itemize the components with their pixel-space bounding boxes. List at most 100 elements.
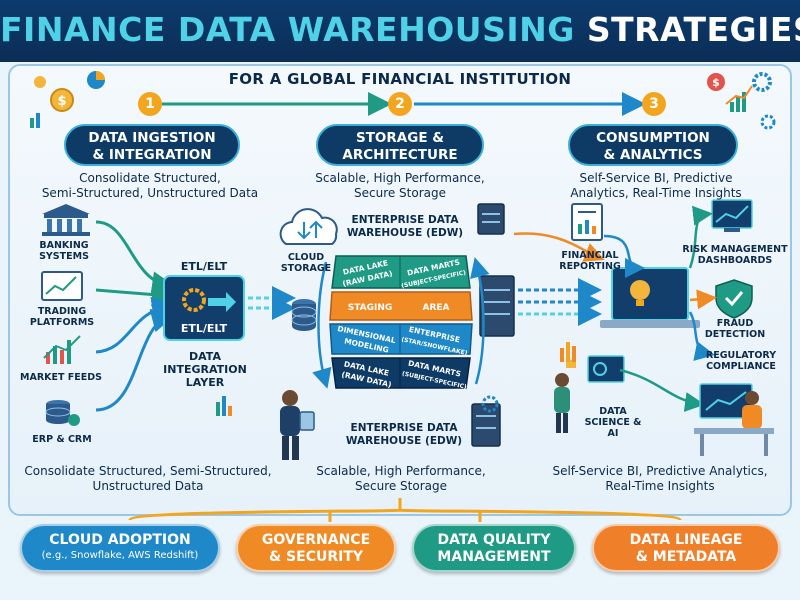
etl-box-label: ETL/ELT (181, 322, 228, 335)
analyst-workstation-icon (694, 383, 774, 456)
gear-icon (752, 72, 776, 130)
bottom-desc-mid-line1: Scalable, High Performance, (316, 464, 486, 478)
coin-icon: $ (707, 73, 725, 91)
person-icon (554, 373, 570, 433)
fraud-detection-label: FRAUD DETECTION (700, 318, 770, 340)
pillar-governance-line1: GOVERNANCE (261, 532, 371, 548)
stage-ingestion-desc: Consolidate Structured, Semi-Structured,… (20, 171, 280, 201)
bottom-desc-right-line2: Real-Time Insights (605, 479, 715, 493)
edw-bottom-line2: WAREHOUSE (EDW) (345, 435, 463, 447)
stage-ingestion-title-line1: DATA INGESTION (88, 130, 216, 146)
step-number-2: 2 (388, 92, 412, 116)
stage-storage-desc: Scalable, High Performance, Secure Stora… (290, 171, 510, 201)
source-banking-label: BANKING SYSTEMS (24, 240, 104, 262)
bottom-desc-ingestion: Consolidate Structured, Semi-Structured,… (16, 464, 280, 494)
source-banking-line1: BANKING (39, 240, 89, 251)
ds-line2: SCIENCE & AI (584, 417, 642, 439)
bottom-desc-left-line1: Consolidate Structured, Semi-Structured, (24, 464, 272, 478)
bottom-desc-right-line1: Self-Service BI, Predictive Analytics, (552, 464, 768, 478)
shield-icon (715, 279, 753, 319)
bottom-desc-mid-line2: Secure Storage (354, 479, 448, 493)
cloud-storage-line2: STORAGE (280, 263, 332, 274)
stage-storage-title-line2: ARCHITECTURE (342, 147, 458, 163)
market-feed-icon (43, 335, 81, 364)
consumption-arrows (513, 205, 717, 412)
svg-text:$: $ (712, 76, 720, 89)
storage-cycle-arrows (312, 257, 490, 389)
person-icon (280, 390, 315, 460)
server-rack-icon (477, 203, 505, 235)
bank-icon (42, 204, 90, 236)
stage-consumption-title-line2: & ANALYTICS (603, 147, 703, 163)
financial-line2: REPORTING (559, 261, 621, 272)
pillar-data-lineage: DATA LINEAGE & METADATA (592, 524, 780, 572)
edw-bottom-label: ENTERPRISE DATA WAREHOUSE (EDW) (336, 422, 472, 448)
storage-to-consumption-arrows (518, 278, 602, 326)
server-rack-icon (479, 275, 515, 337)
pillar-lineage-line2: & METADATA (635, 549, 737, 565)
bar-chart-icon (560, 342, 576, 362)
stage-storage-desc-line1: Scalable, High Performance, (315, 171, 485, 185)
page-title: FINANCE DATA WAREHOUSING STRATEGIES (0, 10, 800, 49)
pillar-quality-line2: MANAGEMENT (437, 549, 551, 565)
trading-chart-icon (41, 271, 83, 301)
storage-layer-stack (329, 255, 473, 389)
step-number-1: 1 (138, 92, 162, 116)
pillar-governance-line2: & SECURITY (268, 549, 364, 565)
stage-storage-title-line1: STORAGE & (355, 130, 445, 146)
edw-top-line1: ENTERPRISE DATA (351, 214, 459, 226)
svg-text:$: $ (57, 94, 66, 109)
rising-chart-icon (725, 85, 753, 112)
regulatory-compliance-label: REGULATORY COMPLIANCE (696, 350, 786, 372)
source-banking-line2: SYSTEMS (39, 251, 89, 262)
bottom-desc-consumption: Self-Service BI, Predictive Analytics, R… (530, 464, 790, 494)
coin-icon: $ (34, 76, 74, 112)
subtitle: FOR A GLOBAL FINANCIAL INSTITUTION (228, 70, 572, 88)
stage-consumption-desc: Self-Service BI, Predictive Analytics, R… (536, 171, 776, 201)
pillar-data-quality: DATA QUALITY MANAGEMENT (412, 524, 576, 572)
stage-ingestion-desc-line2: Semi-Structured, Unstructured Data (41, 186, 259, 200)
etl-box (163, 275, 245, 341)
stage-storage-pill: STORAGE & ARCHITECTURE (316, 124, 484, 166)
stage-storage-desc-line2: Secure Storage (353, 186, 447, 200)
ds-line1: DATA (599, 406, 627, 417)
server-rack-icon (471, 395, 501, 447)
report-document-icon (571, 203, 603, 241)
data-integration-layer-label: DATA INTEGRATION LAYER (150, 350, 260, 389)
edw-bottom-line1: ENTERPRISE DATA (350, 422, 458, 434)
bar-chart-icon (216, 396, 232, 416)
stage-consumption-pill: CONSUMPTION & ANALYTICS (568, 124, 738, 166)
data-science-label: DATA SCIENCE & AI (578, 406, 648, 439)
source-trading-line1: TRADING (37, 306, 87, 317)
analytics-screen-icon (566, 355, 625, 383)
stage-ingestion-pill: DATA INGESTION & INTEGRATION (64, 124, 240, 166)
fraud-line2: DETECTION (704, 329, 766, 340)
bottom-desc-left-line2: Unstructured Data (92, 479, 204, 493)
title-part-2: STRATEGIES (586, 10, 800, 49)
pillar-cloud-adoption: CLOUD ADOPTION (e.g., Snowflake, AWS Red… (20, 524, 220, 572)
financial-line1: FINANCIAL (561, 250, 619, 261)
source-trading-label: TRADING PLATFORMS (20, 306, 104, 328)
stage-consumption-desc-line1: Self-Service BI, Predictive (579, 171, 733, 185)
title-part-1: FINANCE DATA WAREHOUSING (0, 10, 575, 49)
step-number-3: 3 (642, 92, 666, 116)
pillar-lineage-line1: DATA LINEAGE (629, 532, 743, 548)
cloud-icon (279, 208, 338, 245)
layer-area: AREA (422, 303, 449, 313)
regulatory-line2: COMPLIANCE (706, 361, 776, 372)
bar-chart-icon (30, 113, 40, 128)
dashboard-monitor-icon (711, 199, 753, 232)
source-market-label: MARKET FEEDS (20, 372, 102, 383)
layer-staging: STAGING (348, 303, 393, 313)
cloud-storage-line1: CLOUD (287, 252, 325, 263)
edw-top-line2: WAREHOUSE (EDW) (346, 227, 464, 239)
financial-reporting-label: FINANCIAL REPORTING (550, 250, 630, 272)
risk-dashboards-label: RISK MANAGEMENT DASHBOARDS (680, 244, 790, 266)
etl-top-label: ETL/ELT (180, 260, 228, 273)
database-icon (291, 299, 317, 331)
pie-chart-icon (87, 71, 105, 89)
source-arrows (95, 220, 176, 412)
regulatory-line1: REGULATORY (705, 350, 777, 361)
cloud-storage-label: CLOUD STORAGE (276, 252, 336, 274)
